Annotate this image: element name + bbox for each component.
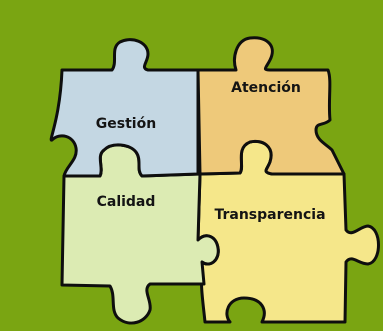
puzzle-piece-gestion (49, 38, 200, 178)
puzzle-label-gestion: Gestión (96, 116, 156, 132)
puzzle-piece-atencion (196, 36, 346, 176)
puzzle-label-atencion: Atención (231, 80, 301, 96)
puzzle-label-transparencia: Transparencia (214, 207, 325, 223)
puzzle-label-calidad: Calidad (97, 194, 156, 210)
